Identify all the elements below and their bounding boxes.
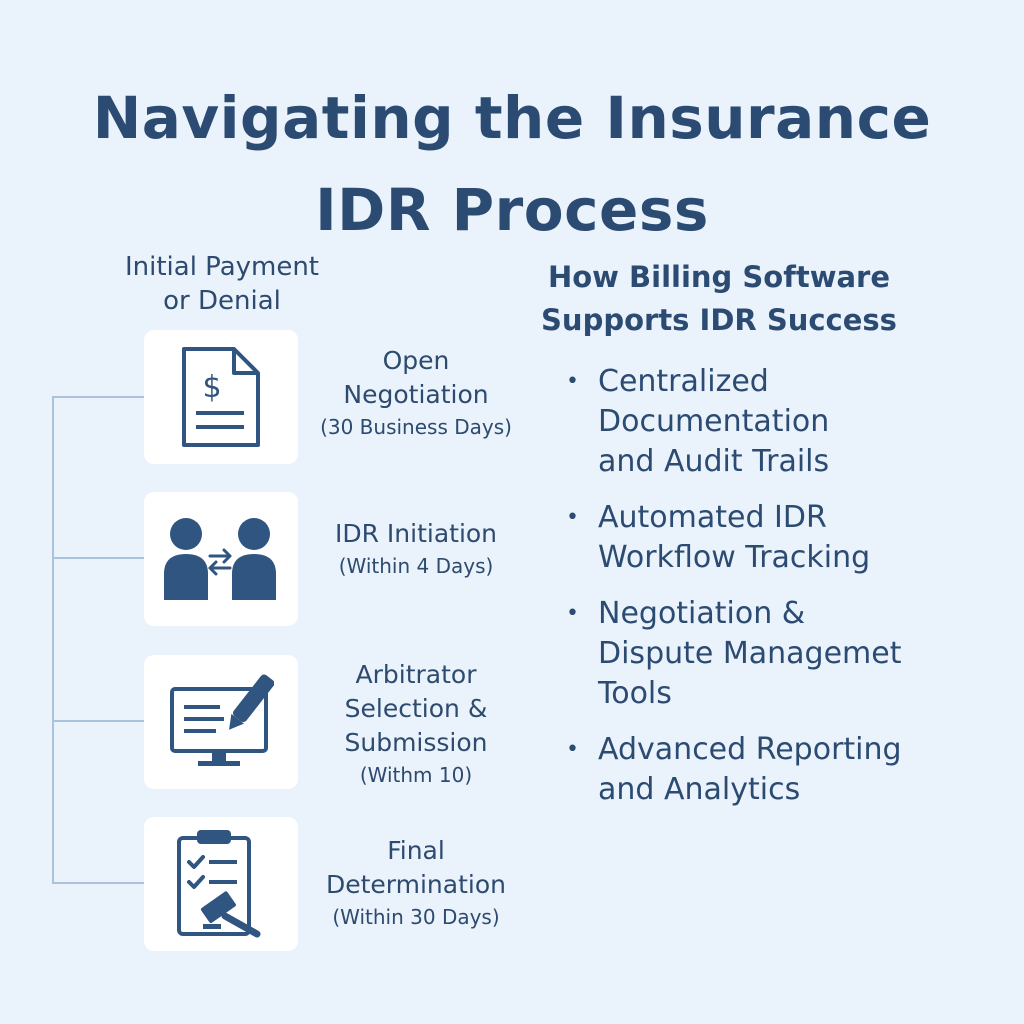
benefit-item: • Automated IDR Workflow Tracking (562, 498, 1002, 578)
step-text-final-determination: Final Determination (Within 30 Days) (306, 834, 526, 932)
step-duration: (Withm 10) (359, 763, 473, 787)
benefits-heading: How Billing Software Supports IDR Succes… (536, 256, 902, 342)
benefit-line: and Analytics (598, 772, 801, 807)
benefit-line: and Audit Trails (598, 444, 830, 479)
start-label-line-2: or Denial (163, 286, 281, 316)
step-card-final-determination (144, 817, 298, 951)
step-card-arbitrator-selection (144, 655, 298, 789)
step-duration: (30 Business Days) (320, 415, 512, 439)
clipboard-gavel-icon (177, 830, 261, 938)
benefit-line: Documentation (598, 404, 830, 439)
timeline-branch (52, 882, 144, 884)
step-title-line: IDR Initiation (334, 519, 498, 548)
page-title: Navigating the Insurance IDR Process (0, 72, 1024, 256)
step-title-line: Arbitrator (355, 660, 477, 689)
step-duration: (Within 30 Days) (332, 905, 500, 929)
benefits-list: • Centralized Documentation and Audit Tr… (562, 362, 1002, 826)
benefit-line: Workflow Tracking (598, 540, 871, 575)
timeline-branch (52, 396, 144, 398)
bullet-icon: • (566, 505, 579, 530)
benefit-line: Negotiation & (598, 596, 806, 631)
benefits-heading-line-1: How Billing Software (547, 260, 891, 294)
start-label: Initial Payment or Denial (110, 250, 334, 318)
step-title-line: Open (382, 346, 450, 375)
benefit-line: Advanced Reporting (598, 732, 902, 767)
benefit-item: • Advanced Reporting and Analytics (562, 730, 1002, 810)
benefit-line: Dispute Managemet (598, 636, 902, 671)
page-title-line-2: IDR Process (315, 176, 709, 244)
benefit-item: • Negotiation & Dispute Managemet Tools (562, 594, 1002, 714)
bullet-icon: • (566, 601, 579, 626)
page-title-line-1: Navigating the Insurance (92, 84, 932, 152)
benefits-heading-line-2: Supports IDR Success (541, 303, 897, 337)
step-text-arbitrator-selection: Arbitrator Selection & Submission (Withm… (306, 658, 526, 790)
timeline-branch (52, 557, 144, 559)
step-text-open-negotiation: Open Negotiation (30 Business Days) (306, 344, 526, 442)
timeline-connector (52, 396, 54, 884)
start-label-line-1: Initial Payment (124, 252, 320, 282)
step-card-idr-initiation (144, 492, 298, 626)
step-title-line: Selection & (344, 694, 488, 723)
svg-text:$: $ (202, 370, 221, 405)
monitor-pen-icon (170, 674, 274, 766)
bullet-icon: • (566, 737, 579, 762)
step-title-line: Determination (325, 870, 506, 899)
step-title-line: Final (387, 836, 445, 865)
benefit-item: • Centralized Documentation and Audit Tr… (562, 362, 1002, 482)
step-duration: (Within 4 Days) (338, 554, 494, 578)
step-text-idr-initiation: IDR Initiation (Within 4 Days) (306, 517, 526, 581)
benefit-line: Centralized (598, 364, 769, 399)
step-card-open-negotiation: $ (144, 330, 298, 464)
benefit-line: Automated IDR (598, 500, 827, 535)
step-title-line: Negotiation (343, 380, 489, 409)
timeline-branch (52, 720, 144, 722)
invoice-document-icon: $ (182, 347, 260, 447)
step-title-line: Submission (344, 728, 488, 757)
people-exchange-icon (164, 518, 276, 600)
bullet-icon: • (566, 369, 579, 394)
benefit-line: Tools (598, 676, 672, 711)
